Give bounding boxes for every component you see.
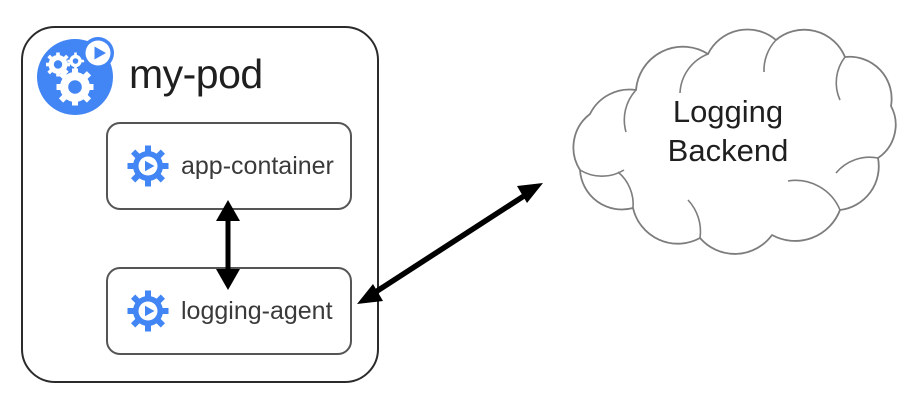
container-label-app: app-container [181, 152, 334, 180]
cloud-shape[interactable] [540, 10, 918, 272]
cloud-label-line2: Backend [667, 133, 789, 168]
container-gear-play-icon [126, 289, 170, 333]
cloud-label: Logging Backend [598, 92, 858, 170]
container-box-app[interactable]: app-container [106, 122, 352, 210]
pod-title: my-pod [129, 51, 263, 97]
container-label-agent: logging-agent [181, 297, 333, 325]
container-gear-play-icon [126, 144, 170, 188]
pod-icon [33, 33, 121, 117]
container-box-agent[interactable]: logging-agent [106, 267, 352, 355]
agent-to-backend-arrow [357, 183, 543, 304]
cloud-label-line1: Logging [672, 94, 784, 129]
